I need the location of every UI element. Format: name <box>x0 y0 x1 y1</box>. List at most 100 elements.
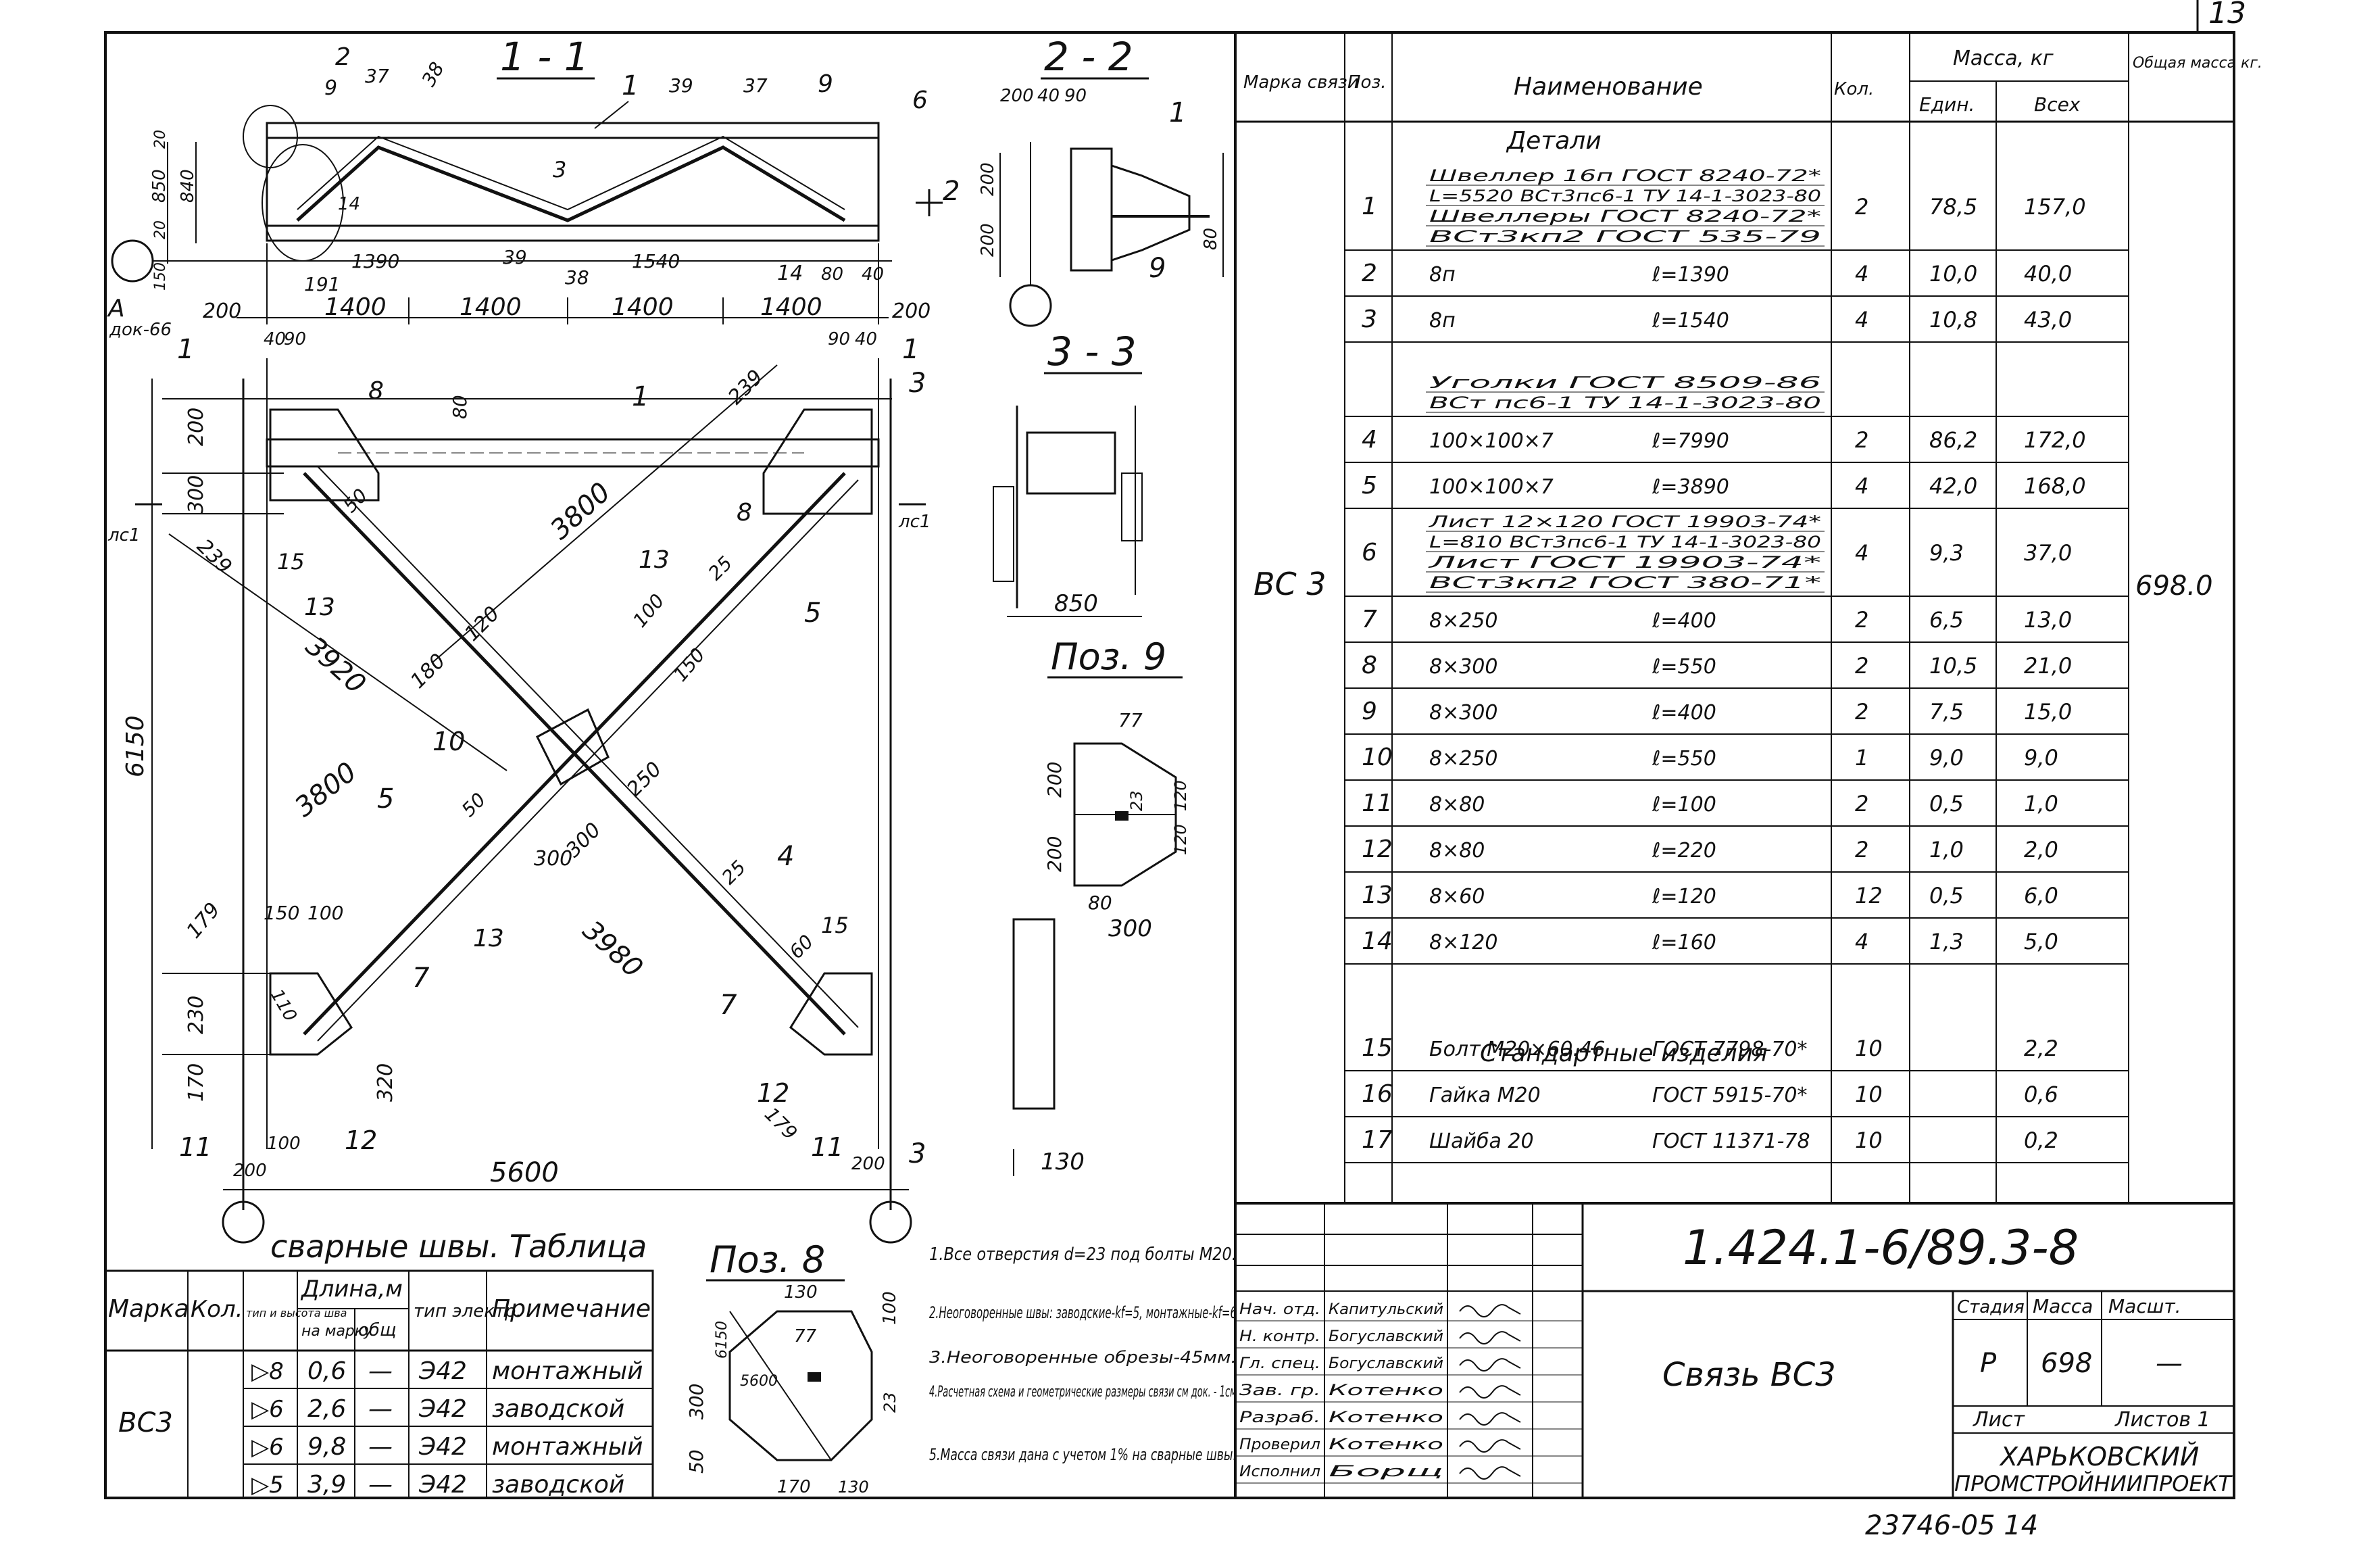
spec-row-qty: 4 <box>1855 473 1868 499</box>
spec-row-name: ℓ=100 <box>1652 793 1716 817</box>
spec-row-unit: 10,5 <box>1929 653 1977 679</box>
weld-row-length: 3,9 <box>307 1471 346 1499</box>
dim-h-1: 840 <box>178 169 198 203</box>
dim-80b: 80 <box>449 395 471 419</box>
weld-h-mark: Марка <box>108 1295 189 1323</box>
dim-5600: 5600 <box>490 1157 559 1188</box>
spec-row-pos: 8 <box>1362 652 1377 679</box>
callout-5b: 5 <box>377 783 394 815</box>
spec-row-qty: 4 <box>1855 307 1868 333</box>
spec-row-qty: 10 <box>1855 1127 1883 1153</box>
weld-h-electrode: тип электр. <box>414 1301 522 1321</box>
weld-row-total: — <box>368 1433 393 1461</box>
dim-p9-8: 130 <box>1041 1148 1085 1175</box>
spec-row-name: ℓ=120 <box>1652 885 1716 908</box>
org-name-2: ПРОМСТРОЙНИИПРОЕКТ <box>1954 1471 2233 1497</box>
drawing-title: Связь ВС3 <box>1662 1356 1836 1394</box>
spec-row-name: 8×120 <box>1429 931 1497 954</box>
weld-row-length: 0,6 <box>307 1357 346 1385</box>
callout-191: 191 <box>304 273 340 295</box>
spec-row-all: 21,0 <box>2024 653 2072 679</box>
spec-row-qty: 2 <box>1855 607 1868 633</box>
section-3-3-title: 3 - 3 <box>1047 329 1137 374</box>
spec-row-name: ℓ=550 <box>1652 747 1716 771</box>
spec-row-pos: 13 <box>1362 881 1393 909</box>
dim-170: 170 <box>184 1063 208 1102</box>
callout-9b: 9 <box>818 70 833 98</box>
spec-row-unit: 7,5 <box>1929 699 1964 725</box>
spec-row-all: 40,0 <box>2024 261 2072 287</box>
dim-200b: 200 <box>233 1161 267 1181</box>
stage-label: Стадия <box>1957 1297 2025 1317</box>
weld-row-electrode: Э42 <box>418 1471 467 1499</box>
dim-300a: 300 <box>184 475 208 514</box>
callout-5a: 5 <box>804 598 821 629</box>
spec-row-name: L=810 ВСт3пс6-1 ТУ 14-1-3023-80 <box>1429 533 1821 552</box>
weld-row-electrode: Э42 <box>418 1357 467 1385</box>
weld-row-type: ▷8 <box>251 1358 284 1385</box>
weld-title: сварные швы. Таблица <box>270 1228 647 1265</box>
callout-15a: 15 <box>277 549 305 575</box>
dim-p9-3: 23 <box>1127 790 1146 811</box>
dim-p9-0: 77 <box>1118 709 1143 731</box>
section-2-2: 2 - 2 200 40 90 200 200 80 1 9 <box>978 34 1224 327</box>
callout-6a: 6 <box>912 87 928 114</box>
signer-role: Н. контр. <box>1239 1328 1320 1345</box>
spec-row-pos: 16 <box>1362 1080 1393 1108</box>
spec-row-all: 37,0 <box>2024 540 2072 566</box>
callout-38b: 38 <box>565 266 589 289</box>
spec-row-qty: 2 <box>1855 194 1868 220</box>
spec-row-name: ℓ=220 <box>1652 839 1716 863</box>
dim-2-2-1: 40 <box>1037 86 1060 106</box>
mass-label: Масса <box>2033 1295 2093 1317</box>
mark-lc1b: лс1 <box>898 512 931 532</box>
callout-11b: 11 <box>811 1132 843 1162</box>
callout-12a: 12 <box>345 1125 377 1155</box>
spec-row-name: Лист 12×120 ГОСТ 19903-74* <box>1428 512 1821 531</box>
spec-row-name: ℓ=160 <box>1652 931 1716 954</box>
spec-row-name: ВСт пс6-1 ТУ 14-1-3023-80 <box>1429 393 1821 412</box>
org-name-1: ХАРЬКОВСКИЙ <box>1999 1442 2199 1472</box>
spec-row-qty: 12 <box>1855 883 1883 908</box>
note-3: 3.Неоговоренные обрезы-45мм. <box>929 1348 1237 1367</box>
spec-row-unit: 78,5 <box>1929 194 1977 220</box>
signer-name: Богуславский <box>1329 1355 1443 1372</box>
spec-row-qty: 2 <box>1855 791 1868 817</box>
callout-10: 10 <box>432 727 465 756</box>
callout-11a: 11 <box>179 1132 212 1162</box>
spec-row-all: 0,2 <box>2024 1127 2058 1153</box>
spec-table: Марка связи Поз. Наименование Кол. Масса… <box>1235 32 2262 1205</box>
callout-13b: 13 <box>639 546 670 574</box>
spec-section-standard: Стандартные изделия <box>1480 1040 1768 1067</box>
callout-8a: 8 <box>368 377 384 405</box>
dim-40c: 40 <box>855 329 877 349</box>
callout-7a: 7 <box>412 963 430 994</box>
dim-230: 230 <box>184 996 208 1034</box>
note-5: 5.Масса связи дана с учетом 1% на сварны… <box>929 1445 1237 1464</box>
dim-top-1: 1400 <box>324 293 387 321</box>
dim-h-2: 20 <box>152 130 169 149</box>
spec-row-name: Гайка М20 <box>1429 1084 1541 1107</box>
weld-h-type: тип и высота шва <box>246 1307 347 1319</box>
callout-1c: 1 <box>1169 97 1186 128</box>
spec-h-name: Наименование <box>1514 73 1703 101</box>
spec-row-all: 2,0 <box>2024 837 2058 863</box>
sheet-frame <box>104 31 2235 1499</box>
spec-row-unit: 9,3 <box>1929 540 1964 566</box>
weld-row-total: — <box>368 1357 393 1385</box>
mark-1b: 1 <box>902 334 919 365</box>
signer-name: Котенко <box>1329 1382 1443 1399</box>
spec-row-name: Шайба 20 <box>1429 1130 1534 1153</box>
pos-8-detail: Поз. 8 130 77 6150 5600 300 50 170 130 1… <box>685 1238 900 1497</box>
dim-top-4: 1400 <box>760 293 822 321</box>
weld-h-note: Примечание <box>492 1295 651 1323</box>
spec-h-all: Всех <box>2034 93 2081 116</box>
dim-40a: 40 <box>862 264 884 285</box>
dim-p8-7: 130 <box>838 1478 869 1497</box>
spec-row-all: 9,0 <box>2024 745 2058 771</box>
pos-9-detail: Поз. 9 77 200 200 23 120 120 80 300 130 <box>1012 635 1190 1176</box>
spec-row-all: 43,0 <box>2024 307 2072 333</box>
dim-80a: 80 <box>821 264 843 285</box>
scale-label: Масшт. <box>2108 1295 2181 1317</box>
